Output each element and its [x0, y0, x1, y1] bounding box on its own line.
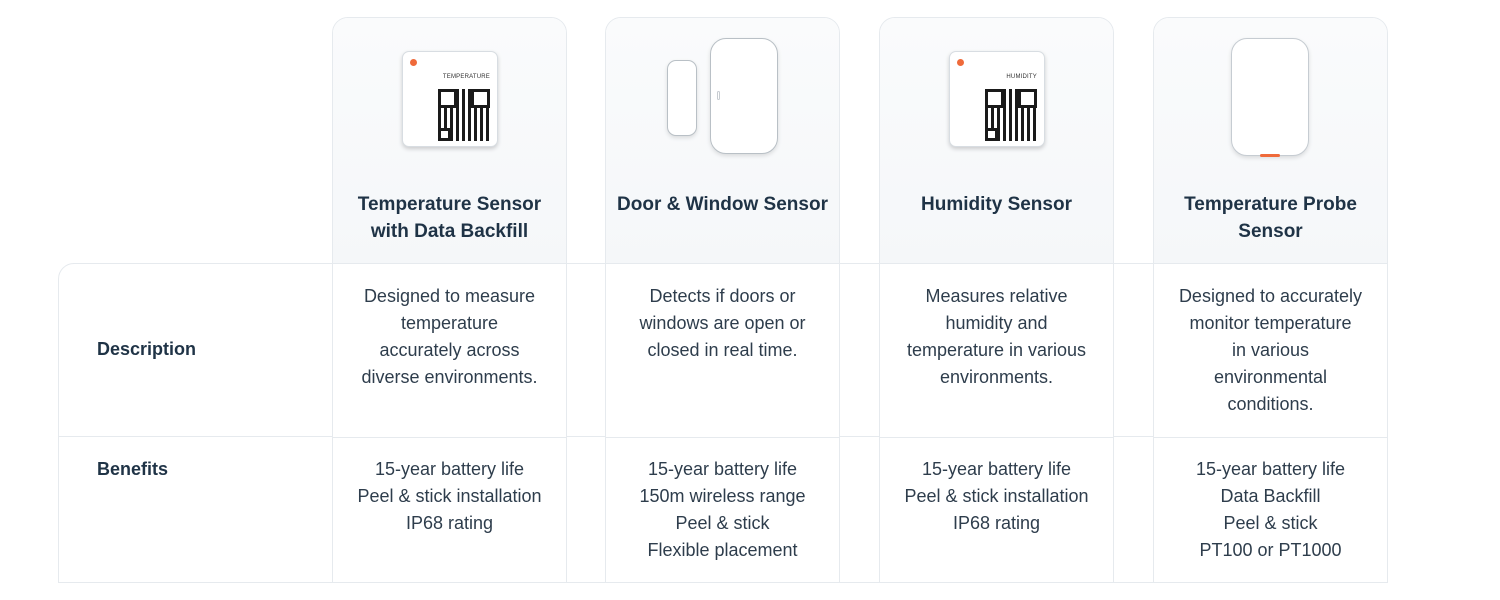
product-column-temperature-sensor: TEMPERATURE Temperature Sensor with Data…: [332, 17, 567, 583]
row-divider: [606, 437, 839, 438]
row-divider: [1154, 437, 1387, 438]
benefits-cell: 15-year battery life Peel & stick instal…: [904, 459, 1089, 533]
row-label-description: Description: [97, 339, 197, 359]
door-window-sensor-icon: [606, 36, 839, 158]
product-header: HUMIDITY Humidity Sensor: [880, 18, 1113, 264]
product-header: Temperature Probe Sensor: [1154, 18, 1387, 264]
product-header: TEMPERATURE Temperature Sensor with Data…: [333, 18, 566, 264]
device-label: HUMIDITY: [1006, 74, 1037, 80]
product-title: Door & Window Sensor: [617, 194, 828, 215]
product-title: Temperature Sensor with Data Backfill: [357, 194, 542, 242]
product-column-door-window-sensor: Door & Window Sensor Detects if doors or…: [605, 17, 840, 583]
product-column-temperature-probe-sensor: Temperature Probe Sensor Designed to acc…: [1153, 17, 1388, 583]
row-divider: [333, 437, 566, 438]
temperature-sensor-icon: TEMPERATURE: [333, 36, 566, 158]
qr-code-icon: [438, 89, 490, 141]
row-label-benefits: Benefits: [97, 459, 169, 479]
product-header: Door & Window Sensor: [606, 18, 839, 264]
device-label: TEMPERATURE: [442, 74, 490, 80]
description-cell: Designed to measure temperature accurate…: [361, 286, 538, 387]
temperature-probe-sensor-icon: [1154, 36, 1387, 158]
benefits-cell: 15-year battery life Data Backfill Peel …: [1195, 459, 1346, 560]
description-cell: Designed to accurately monitor temperatu…: [1178, 286, 1363, 414]
product-title: Humidity Sensor: [921, 194, 1072, 215]
description-cell: Detects if doors or windows are open or …: [639, 286, 806, 360]
benefits-cell: 15-year battery life 150m wireless range…: [639, 459, 806, 560]
humidity-sensor-icon: HUMIDITY: [880, 36, 1113, 158]
qr-code-icon: [985, 89, 1037, 141]
description-cell: Measures relative humidity and temperatu…: [906, 286, 1087, 387]
benefits-cell: 15-year battery life Peel & stick instal…: [357, 459, 542, 533]
product-column-humidity-sensor: HUMIDITY Humidity Sensor Measures relati…: [879, 17, 1114, 583]
row-divider: [880, 437, 1113, 438]
product-title: Temperature Probe Sensor: [1184, 194, 1357, 242]
